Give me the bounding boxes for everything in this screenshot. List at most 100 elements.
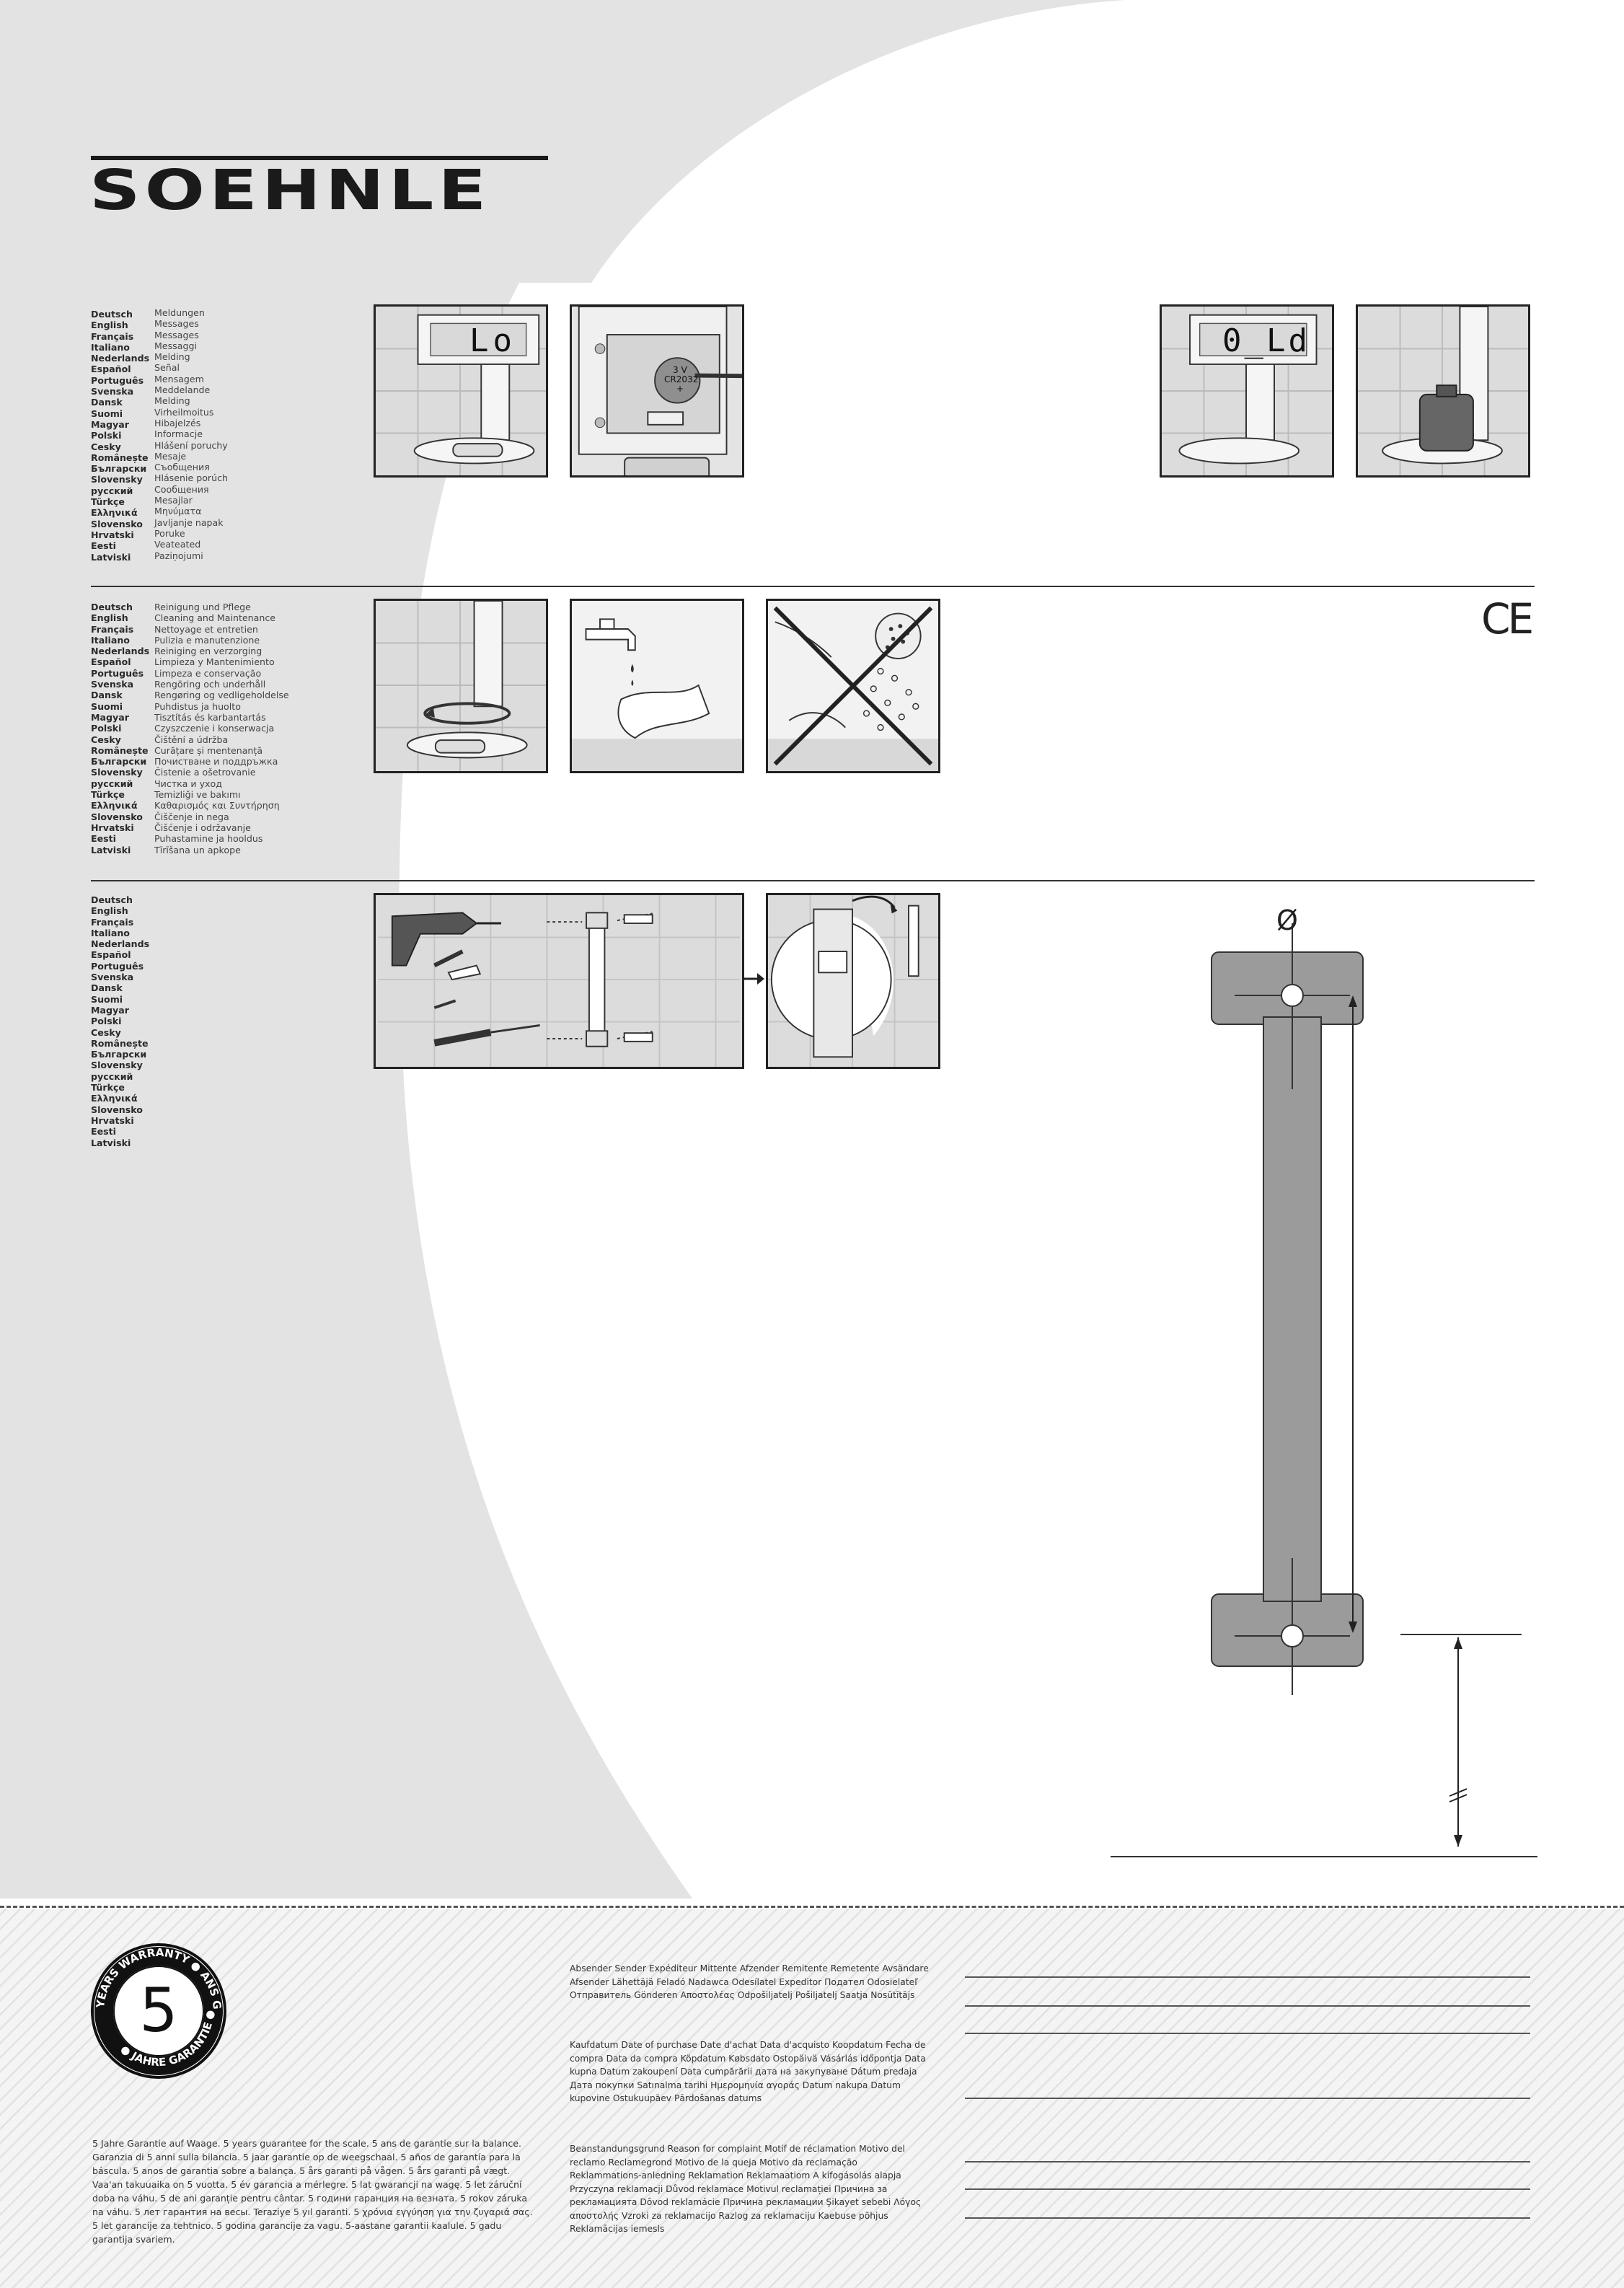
language-label: Slovensko — [91, 1104, 143, 1115]
term-label: Reiniging en verzorging — [154, 646, 262, 657]
language-label: Eesti — [91, 540, 116, 552]
remove-scale-drawing — [376, 601, 546, 771]
language-label: Suomi — [91, 700, 123, 712]
term-label: Paziņojumi — [154, 550, 203, 561]
battery-compartment-drawing — [578, 307, 742, 475]
language-label: English — [91, 905, 128, 917]
sender-label: Absender Sender Expéditeur Mittente Afze… — [570, 1963, 929, 2000]
purchase-date-field-line[interactable] — [965, 2098, 1530, 2099]
term-label: Puhastamine ja hooldus — [154, 833, 263, 845]
language-label: Latviski — [91, 1137, 131, 1148]
language-label: Português — [91, 667, 144, 679]
language-label: Slovensko — [91, 518, 143, 529]
language-label: Magyar — [91, 711, 129, 723]
term-label: Czyszczenie i konserwacja — [154, 723, 275, 734]
language-label: Eesti — [91, 1126, 116, 1138]
sender-field-line-1[interactable] — [965, 1976, 1530, 1978]
language-label: Dansk — [91, 982, 123, 994]
term-label: Messages — [154, 329, 199, 340]
messages-term-list: Meldungen Messages Messages Messaggi Mel… — [154, 307, 228, 561]
term-label: Čistenie a ošetrovanie — [154, 767, 256, 778]
term-label: Meldungen — [154, 307, 205, 318]
language-label: Cesky — [91, 441, 121, 452]
term-label: Nettoyage et entretien — [154, 623, 258, 635]
language-label: Ελληνικά — [91, 1093, 138, 1104]
drill-mount-drawing — [378, 895, 740, 1067]
term-label: Melding — [154, 351, 190, 363]
language-label: Hrvatski — [91, 822, 134, 833]
language-label: Français — [91, 623, 134, 635]
battery-polarity: + — [676, 384, 684, 394]
term-label: Čištění a údržba — [154, 734, 229, 745]
section-divider — [91, 586, 1535, 587]
language-label: Eesti — [91, 833, 116, 845]
term-label: Temizliği ve bakımı — [154, 789, 241, 801]
warranty-badge: YEARS WARRANTY ● ANS GARANTIE ● ● JAHRE … — [88, 1940, 226, 2079]
term-label: Melding — [154, 395, 190, 407]
term-label: Poruke — [154, 527, 185, 539]
term-label: Сообщения — [154, 483, 209, 495]
term-label: Mensagem — [154, 373, 204, 384]
language-label: Español — [91, 656, 131, 668]
language-label: Български — [91, 463, 147, 475]
badge-number: 5 — [139, 1975, 177, 2046]
language-label: Español — [91, 364, 131, 375]
term-label: Καθαρισμός και Συντήρηση — [154, 800, 280, 811]
illustration-no-water-spray — [766, 599, 940, 773]
term-label: Cleaning and Maintenance — [154, 612, 276, 624]
language-label: Italiano — [91, 341, 130, 353]
language-label: Cesky — [91, 1026, 121, 1038]
language-label: Türkçe — [91, 1082, 125, 1094]
term-label: Javljanje napak — [154, 516, 224, 528]
language-label: Svenska — [91, 679, 134, 690]
language-label: Português — [91, 374, 144, 386]
term-label: Hibajelzés — [154, 417, 201, 428]
logo-rule — [91, 156, 548, 160]
illustration-battery-replace: 3 V CR2032 + — [570, 304, 744, 478]
sender-field-line-2[interactable] — [965, 2005, 1530, 2007]
term-label: Mesajlar — [154, 495, 193, 506]
overload-drawing — [1162, 307, 1332, 475]
language-label: Nederlands — [91, 938, 150, 950]
ce-mark: CE — [1481, 594, 1534, 643]
illustration-damp-cloth — [570, 599, 744, 773]
term-label: Veateated — [154, 539, 201, 550]
term-label: Почистване и поддръжка — [154, 756, 278, 767]
language-label: Nederlands — [91, 646, 150, 657]
language-label: Dansk — [91, 397, 123, 408]
illustration-remove-scale — [374, 599, 548, 773]
language-label: русский — [91, 485, 133, 496]
language-label: Suomi — [91, 408, 123, 419]
term-label: Messages — [154, 318, 199, 330]
language-list-messages: Deutsch English Français Italiano Nederl… — [91, 309, 149, 563]
language-label: Italiano — [91, 634, 130, 646]
complaint-field-line-1[interactable] — [965, 2161, 1530, 2162]
attach-scale-drawing — [768, 895, 938, 1067]
damp-cloth-drawing — [572, 601, 742, 771]
complaint-field-line-3[interactable] — [965, 2217, 1530, 2219]
language-label: Nederlands — [91, 353, 150, 364]
arrow-right-icon — [744, 973, 764, 985]
language-label: Slovensky — [91, 1060, 143, 1071]
language-label: Svenska — [91, 972, 134, 983]
language-list-cleaning: Deutsch English Français Italiano Nederl… — [91, 602, 149, 855]
brand-logo: SOEHNLE — [89, 158, 491, 223]
language-label: Polski — [91, 430, 122, 441]
language-label: Svenska — [91, 386, 134, 397]
cleaning-term-list: Reinigung und Pflege Cleaning and Mainte… — [154, 602, 289, 855]
term-label: Tīrīšana un apkope — [154, 844, 241, 855]
language-label: Suomi — [91, 993, 123, 1005]
language-list-mounting: Deutsch English Français Italiano Nederl… — [91, 894, 149, 1148]
complaint-field-line-2[interactable] — [965, 2188, 1530, 2190]
low-battery-drawing — [376, 307, 546, 475]
language-label: Español — [91, 949, 131, 961]
language-label: Dansk — [91, 690, 123, 701]
language-label: Slovensko — [91, 811, 143, 822]
language-label: Français — [91, 916, 134, 928]
battery-voltage: 3 V — [673, 365, 687, 375]
language-label: Ελληνικά — [91, 507, 138, 519]
sender-field-line-3[interactable] — [965, 2033, 1530, 2034]
term-label: Čiščenje in nega — [154, 811, 229, 822]
language-label: Slovensky — [91, 767, 143, 778]
language-label: English — [91, 320, 128, 331]
